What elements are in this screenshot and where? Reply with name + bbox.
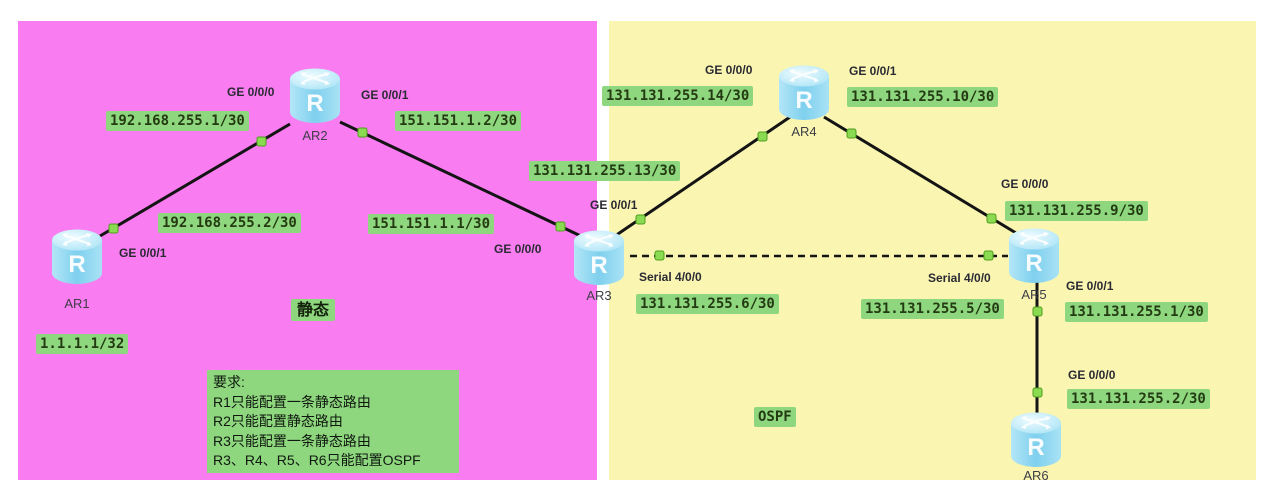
router-icon	[777, 64, 831, 122]
ip-label: 131.131.255.10/30	[847, 87, 999, 107]
port-label-ar3-ge000: GE 0/0/0	[494, 242, 542, 256]
ip-label: 131.131.255.1/30	[1065, 302, 1208, 322]
link-ar2-ar3	[339, 120, 586, 240]
port-label-ar4-ge001: GE 0/0/1	[849, 64, 897, 78]
requirement-line: R3只能配置一条静态路由	[213, 432, 371, 449]
port-label-ar2-ge001: GE 0/0/1	[361, 88, 409, 102]
connection-dot	[757, 131, 768, 142]
connection-dot	[1032, 387, 1043, 398]
port-label-ar1-ge001: GE 0/0/1	[119, 246, 167, 260]
connection-dot	[256, 136, 267, 147]
router-label-ar4: AR4	[791, 124, 817, 139]
router-ar6[interactable]	[1009, 411, 1063, 469]
port-label-ar2-ge000: GE 0/0/0	[227, 85, 275, 99]
router-icon	[288, 67, 342, 125]
ip-label: 131.131.255.14/30	[602, 86, 754, 106]
requirement-line: R3、R4、R5、R6只能配置OSPF	[213, 452, 421, 468]
connection-dot	[108, 223, 119, 234]
ip-label: 1.1.1.1/32	[36, 334, 129, 354]
port-label-ar6-ge000: GE 0/0/0	[1068, 368, 1116, 382]
router-ar4[interactable]	[777, 64, 831, 122]
router-ar2[interactable]	[288, 67, 342, 125]
router-label-ar6: AR6	[1023, 468, 1049, 480]
requirements-title: 要求:	[213, 374, 245, 390]
port-label-ar5-serial400: Serial 4/0/0	[928, 271, 991, 285]
router-label-ar2: AR2	[302, 128, 328, 143]
port-label-ar5-ge001: GE 0/0/1	[1066, 279, 1114, 293]
ip-label: 131.131.255.13/30	[529, 161, 681, 181]
router-icon	[50, 228, 104, 286]
ip-label: 192.168.255.2/30	[158, 213, 301, 233]
router-icon	[1009, 411, 1063, 469]
requirement-line: R1只能配置一条静态路由	[213, 393, 371, 410]
connection-dot	[635, 214, 646, 225]
router-label-ar5: AR5	[1021, 287, 1047, 302]
connection-dot	[357, 127, 368, 138]
router-ar1[interactable]	[50, 228, 104, 286]
ip-label: 131.131.255.9/30	[1005, 201, 1148, 221]
ip-label: 131.131.255.6/30	[636, 294, 779, 314]
requirement-line: R2只能配置静态路由	[213, 413, 343, 429]
port-label-ar4-ge000: GE 0/0/0	[705, 63, 753, 77]
router-ar5[interactable]	[1007, 227, 1061, 285]
router-ar3[interactable]	[572, 229, 626, 287]
port-label-ar3-serial400: Serial 4/0/0	[639, 270, 702, 284]
router-icon	[572, 229, 626, 287]
connection-dot	[983, 250, 994, 261]
ip-label: 192.168.255.1/30	[106, 111, 249, 131]
ip-label: 131.131.255.5/30	[861, 299, 1004, 319]
ip-label: 131.131.255.2/30	[1067, 389, 1210, 409]
router-icon	[1007, 227, 1061, 285]
connection-dot	[1032, 306, 1043, 317]
ospf-zone-label: OSPF	[754, 407, 796, 427]
connection-dot	[846, 128, 857, 139]
ip-label: 151.151.1.1/30	[368, 214, 495, 234]
router-label-ar1: AR1	[64, 296, 90, 311]
connection-dot	[986, 213, 997, 224]
connection-dot	[654, 250, 665, 261]
static-zone-label: 静态	[291, 299, 336, 321]
connection-dot	[555, 221, 566, 232]
router-label-ar3: AR3	[586, 288, 612, 303]
port-label-ar3-ge001: GE 0/0/1	[590, 198, 638, 212]
ip-label: 151.151.1.2/30	[395, 111, 522, 131]
port-label-ar5-ge000: GE 0/0/0	[1001, 177, 1049, 191]
requirements-note: 要求: R1只能配置一条静态路由 R2只能配置静态路由 R3只能配置一条静态路由…	[207, 370, 459, 473]
